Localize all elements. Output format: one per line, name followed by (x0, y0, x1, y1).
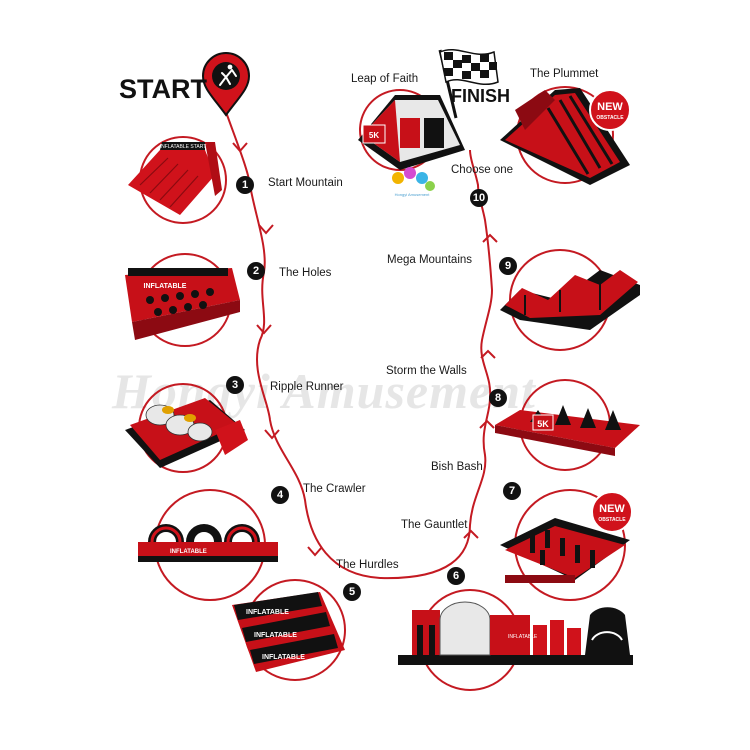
label-bish-bash: Bish Bash (431, 461, 483, 473)
start-pin-icon (201, 52, 251, 117)
start-label: START (119, 74, 207, 104)
the-hurdles-image: INFLATABLE INFLATABLE INFLATABLE (232, 592, 345, 672)
new-badge-word: NEW (599, 503, 625, 515)
hurdles-print-3: INFLATABLE (262, 654, 305, 661)
label-the-holes: The Holes (279, 267, 332, 279)
ripple-runner-image (125, 398, 248, 468)
label-storm-the-walls: Storm the Walls (386, 365, 467, 377)
storm-walls-print: 5K (537, 419, 549, 429)
checkered-flag-icon (438, 49, 499, 119)
badge-7: 7 (503, 482, 521, 500)
brand-logo-text: Hongyi Amusement (395, 192, 431, 197)
start-mountain-image: INFLATABLE START (128, 142, 222, 215)
hurdles-print-1: INFLATABLE (246, 609, 289, 616)
brand-logo-icon: Hongyi Amusement (392, 167, 435, 197)
badge-6: 6 (447, 567, 465, 585)
label-choose-one: Choose one (451, 164, 514, 176)
path-arrows (232, 142, 498, 557)
badge-8: 8 (489, 389, 507, 407)
badge-1: 1 (236, 176, 254, 194)
badge-5: 5 (343, 583, 361, 601)
badge-3: 3 (226, 376, 244, 394)
start-mountain-print: INFLATABLE START (160, 144, 207, 150)
the-crawler-print: INFLATABLE (170, 549, 207, 555)
the-plummet-image (500, 88, 630, 185)
label-start-mountain: Start Mountain (268, 177, 343, 189)
hurdles-print-2: INFLATABLE (254, 632, 297, 639)
leap-print: 5K (369, 131, 379, 140)
the-holes-print: INFLATABLE (144, 283, 187, 290)
label-the-gauntlet: The Gauntlet (401, 519, 468, 531)
badge-2: 2 (247, 262, 265, 280)
new-obstacle-badge: NEW OBSTACLE (591, 491, 633, 533)
the-crawler-image: INFLATABLE (138, 524, 278, 562)
mega-mountains-image (500, 270, 640, 330)
label-the-hurdles: The Hurdles (336, 559, 399, 571)
the-gauntlet-image: INFLATABLE (398, 601, 633, 665)
label-the-crawler: The Crawler (303, 483, 366, 495)
gauntlet-print: INFLATABLE (508, 634, 538, 640)
course-path (225, 111, 494, 580)
new-badge-top-sub: OBSTACLE (596, 115, 624, 121)
leap-of-faith-image: 5K (358, 95, 465, 170)
storm-the-walls-image: 5K (495, 405, 640, 456)
badge-4: 4 (271, 486, 289, 504)
label-mega-mountains: Mega Mountains (387, 254, 473, 266)
new-badge-top-word: NEW (597, 101, 623, 113)
label-ripple-runner: Ripple Runner (270, 381, 344, 393)
new-badge-sub: OBSTACLE (598, 517, 626, 523)
finish-label: FINISH (451, 86, 511, 106)
badge-10: 10 (470, 189, 488, 207)
the-holes-image: INFLATABLE (125, 268, 240, 340)
label-leap-of-faith: Leap of Faith (351, 73, 419, 85)
label-the-plummet: The Plummet (530, 68, 599, 80)
new-obstacle-badge-top: NEW OBSTACLE (589, 89, 631, 131)
bish-bash-image (500, 518, 630, 583)
badge-9: 9 (499, 257, 517, 275)
